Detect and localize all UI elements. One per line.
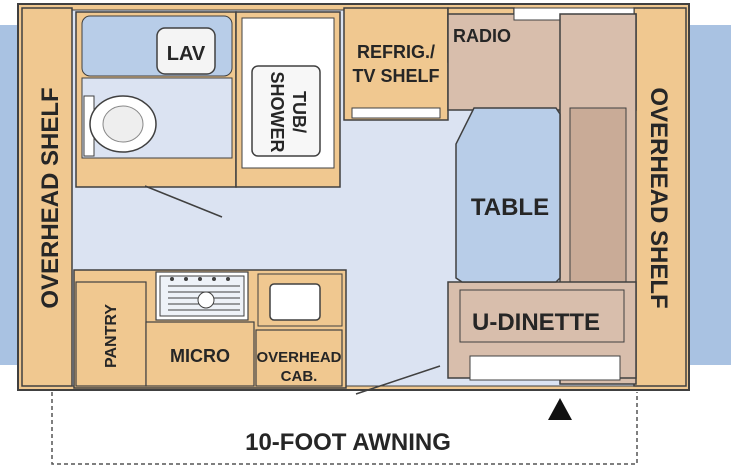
lav-label: LAV xyxy=(167,43,206,65)
entry-arrow-icon xyxy=(548,398,572,420)
lav-sink xyxy=(156,27,216,75)
micro-label: MICRO xyxy=(170,346,230,366)
entry-door-swing xyxy=(355,365,441,395)
refrig-tv-shelf xyxy=(343,7,449,121)
right-end-cap xyxy=(689,25,731,365)
overhead-cab-label-line1: OVERHEAD xyxy=(256,349,341,366)
overhead-cab-label-line2: CAB. xyxy=(281,368,318,385)
overhead-shelf-left xyxy=(21,7,73,387)
svg-text:SHOWER: SHOWER xyxy=(267,72,287,153)
u-dinette-label: U-DINETTE xyxy=(472,309,600,336)
dinette-cushion xyxy=(569,107,627,289)
pantry-cabinet xyxy=(75,281,147,387)
kitchen-sink-icon xyxy=(269,283,321,321)
stove-burner-icon xyxy=(197,291,215,309)
table-top xyxy=(455,107,561,283)
pantry-label: PANTRY xyxy=(103,304,120,368)
refrig-label-line2: TV SHELF xyxy=(352,66,439,86)
refrig-label-line1: REFRIG./ xyxy=(357,42,435,62)
bath-door-swing xyxy=(144,185,223,218)
micro-cabinet xyxy=(145,321,255,387)
dinette-bottom-window xyxy=(469,355,621,381)
table-label: TABLE xyxy=(471,194,549,221)
overhead-shelf-right-label: OVERHEAD SHELF xyxy=(645,87,672,308)
stove-knobs-icon xyxy=(170,277,230,281)
toilet-bowl xyxy=(102,105,144,143)
overhead-shelf-right xyxy=(633,7,687,387)
awning-outline xyxy=(51,392,638,465)
left-end-cap xyxy=(0,25,20,365)
awning-label: 10-FOOT AWNING xyxy=(245,429,451,456)
radio-label: RADIO xyxy=(453,26,511,46)
overhead-cab xyxy=(255,329,343,387)
svg-text:TUB/: TUB/ xyxy=(289,91,309,133)
refrig-door xyxy=(351,107,441,119)
tub-inner xyxy=(251,65,321,157)
overhead-shelf-left-label: OVERHEAD SHELF xyxy=(37,87,64,308)
tub-shower-label: TUB/ SHOWER xyxy=(267,72,309,153)
u-dinette-cushion xyxy=(459,289,625,343)
